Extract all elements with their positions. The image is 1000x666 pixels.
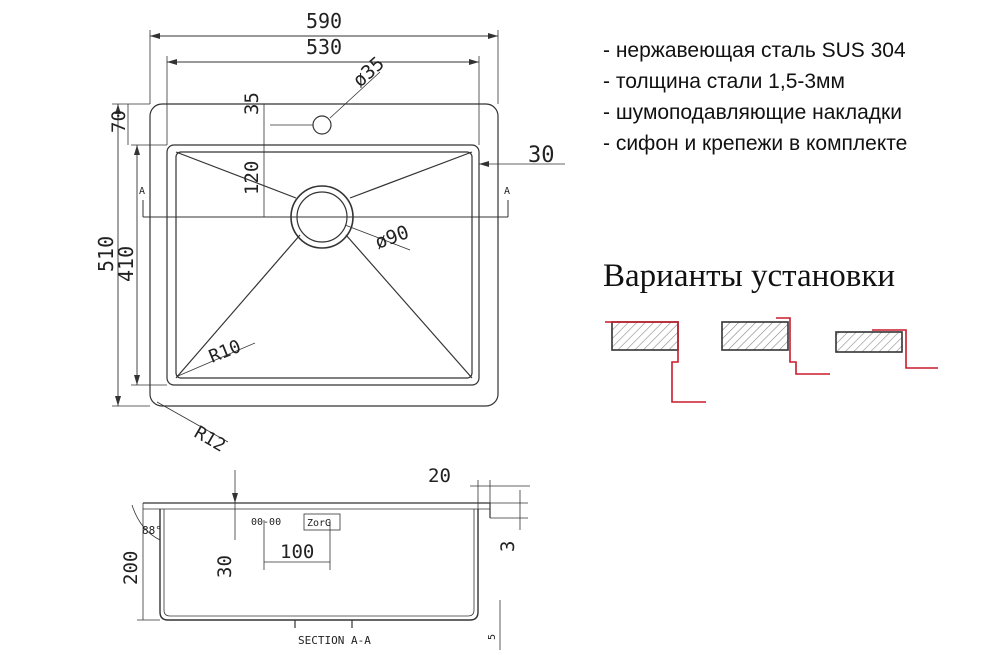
dim-drain-offset: 120 bbox=[241, 161, 263, 195]
dim-100: 100 bbox=[280, 541, 314, 563]
install-variant-flush bbox=[721, 317, 830, 375]
dim-rim: 70 bbox=[108, 110, 130, 133]
tap-hole bbox=[312, 115, 332, 135]
dim-20: 20 bbox=[428, 465, 451, 487]
dim-radius-inner: R10 bbox=[206, 336, 244, 368]
brand-logo: ZorG bbox=[307, 518, 331, 529]
section-view bbox=[131, 470, 530, 650]
feature-list: - нержавеющая сталь SUS 304 - толщина ст… bbox=[603, 35, 907, 159]
dim-30-section: 30 bbox=[214, 555, 236, 578]
dim-width-inner: 530 bbox=[306, 35, 342, 59]
dim-depth: 200 bbox=[120, 551, 142, 585]
install-variant-topmount bbox=[835, 329, 938, 369]
sink-bowl-outline bbox=[166, 144, 480, 386]
feature-item: - толщина стали 1,5-3мм bbox=[603, 70, 845, 93]
feature-item: - сифон и крепежи в комплекте bbox=[603, 132, 908, 155]
brand-plate bbox=[303, 513, 341, 531]
dim-height-outer: 510 bbox=[94, 236, 118, 272]
top-view bbox=[112, 30, 565, 443]
install-variant-undermount bbox=[605, 321, 706, 403]
dim-width-outer: 590 bbox=[306, 9, 342, 33]
section-mark-right: A bbox=[504, 186, 510, 197]
feature-item: - шумоподавляющие накладки bbox=[603, 101, 902, 124]
overflow-marking: 00-00 bbox=[251, 517, 281, 528]
dim-tap-offset: 35 bbox=[241, 92, 263, 115]
sink-bowl-inner bbox=[175, 151, 473, 379]
dim-rim-side: 30 bbox=[528, 143, 555, 168]
dim-5: 5 bbox=[487, 634, 498, 640]
section-mark-left: A bbox=[139, 186, 145, 197]
dim-3: 3 bbox=[497, 541, 519, 552]
dim-tap-hole: ø35 bbox=[349, 52, 389, 91]
feature-item: - нержавеющая сталь SUS 304 bbox=[603, 39, 906, 62]
dim-angle: 88° bbox=[142, 524, 162, 537]
section-label: SECTION A-A bbox=[298, 634, 371, 647]
sink-outer-outline bbox=[149, 103, 499, 407]
dim-radius-outer: R12 bbox=[191, 422, 230, 456]
install-title: Варианты установки bbox=[603, 258, 896, 294]
dim-height-inner: 410 bbox=[114, 246, 138, 282]
